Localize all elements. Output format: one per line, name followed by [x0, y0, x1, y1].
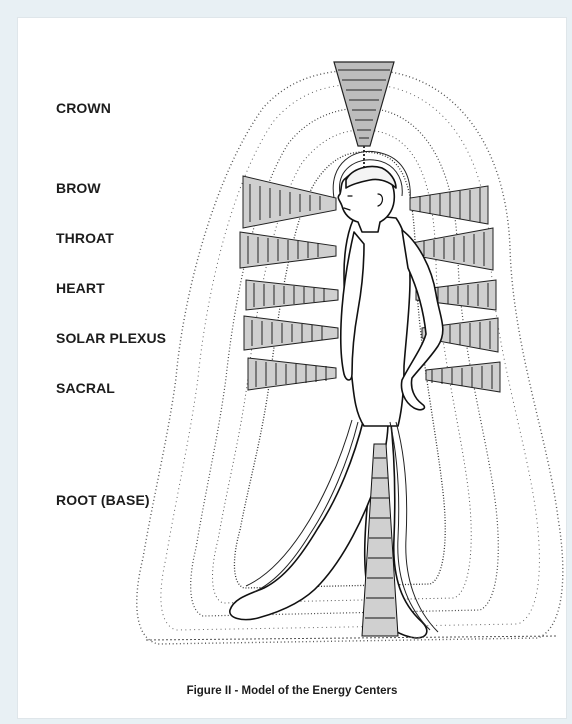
label-brow: BROW	[56, 180, 101, 196]
label-heart: HEART	[56, 280, 105, 296]
energy-centers-illustration	[18, 18, 566, 718]
label-throat: THROAT	[56, 230, 114, 246]
ground-line	[146, 636, 558, 640]
figure-caption: Figure II - Model of the Energy Centers	[18, 685, 566, 697]
label-sacral: SACRAL	[56, 380, 115, 396]
label-root: ROOT (BASE)	[56, 492, 150, 508]
figure-page: CROWN BROW THROAT HEART SOLAR PLEXUS SAC…	[18, 18, 566, 718]
label-crown: CROWN	[56, 100, 111, 116]
label-solar-plexus: SOLAR PLEXUS	[56, 330, 166, 346]
